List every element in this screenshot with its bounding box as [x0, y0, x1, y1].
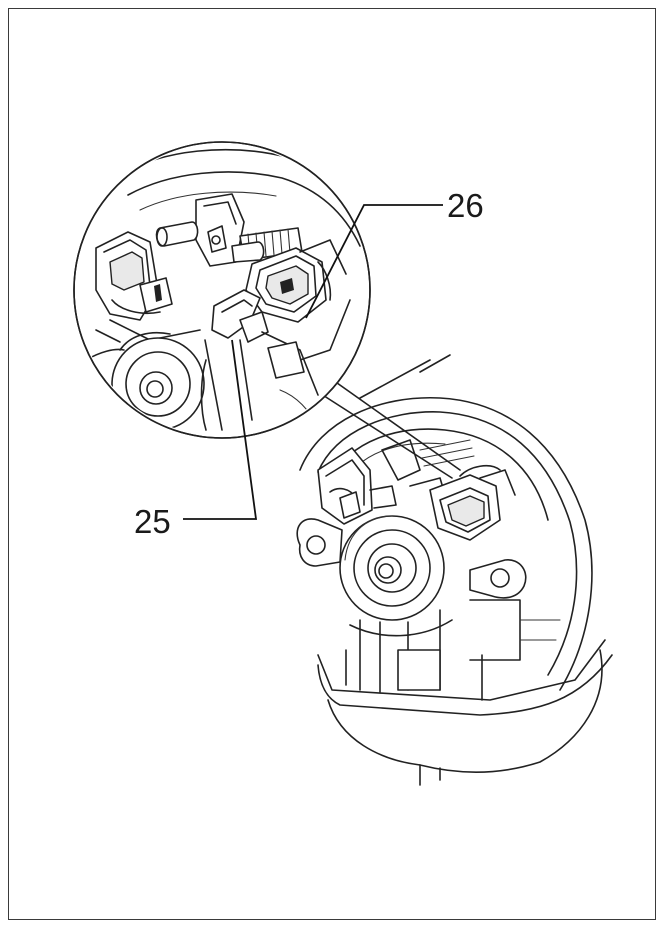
callout-label-25: 25: [134, 503, 171, 540]
leader-lines: [183, 204, 443, 520]
magnifier-connector: [317, 377, 461, 479]
callout-label-26: 26: [447, 187, 484, 224]
tool-body: [296, 354, 613, 786]
detail-magnifier: [73, 141, 371, 439]
